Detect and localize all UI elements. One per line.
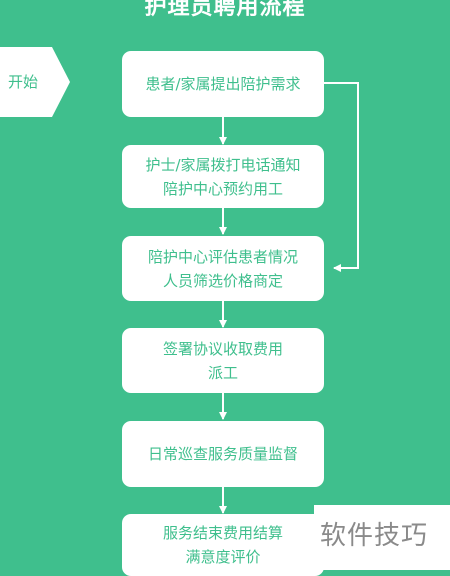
step-box-2: 护士/家属拨打电话通知 陪护中心预约用工 [122,145,324,208]
step-box-1: 患者/家属提出陪护需求 [122,51,324,117]
step-box-6: 服务结束费用结算 满意度评价 [122,514,324,576]
step-5-line-1: 日常巡查服务质量监督 [147,445,298,463]
step-2-line-2: 陪护中心预约用工 [162,179,283,198]
flowchart-title: 护理员聘用流程 [144,0,306,20]
step-3-line-1: 陪护中心评估患者情况 [147,247,298,266]
step-box-4: 签署协议收取费用 派工 [122,328,324,393]
watermark-badge: 软件技巧 [314,505,450,570]
step-box-3: 陪护中心评估患者情况 人员筛选价格商定 [122,236,324,301]
step-4-line-2: 派工 [207,363,238,382]
arrow-step1-to-step3-bypass [324,82,359,272]
start-node: 开始 [0,47,70,117]
step-box-5: 日常巡查服务质量监督 [122,421,324,487]
start-pentagon-shape [0,47,70,117]
start-label: 开始 [8,73,39,91]
step-3-line-2: 人员筛选价格商定 [162,271,283,290]
step-6-line-1: 服务结束费用结算 [162,524,283,542]
step-4-line-1: 签署协议收取费用 [162,339,283,358]
step-1-line-1: 患者/家属提出陪护需求 [145,75,301,93]
step-6-line-2: 满意度评价 [185,548,261,566]
step-2-line-1: 护士/家属拨打电话通知 [145,155,301,174]
watermark-text: 软件技巧 [320,521,429,551]
